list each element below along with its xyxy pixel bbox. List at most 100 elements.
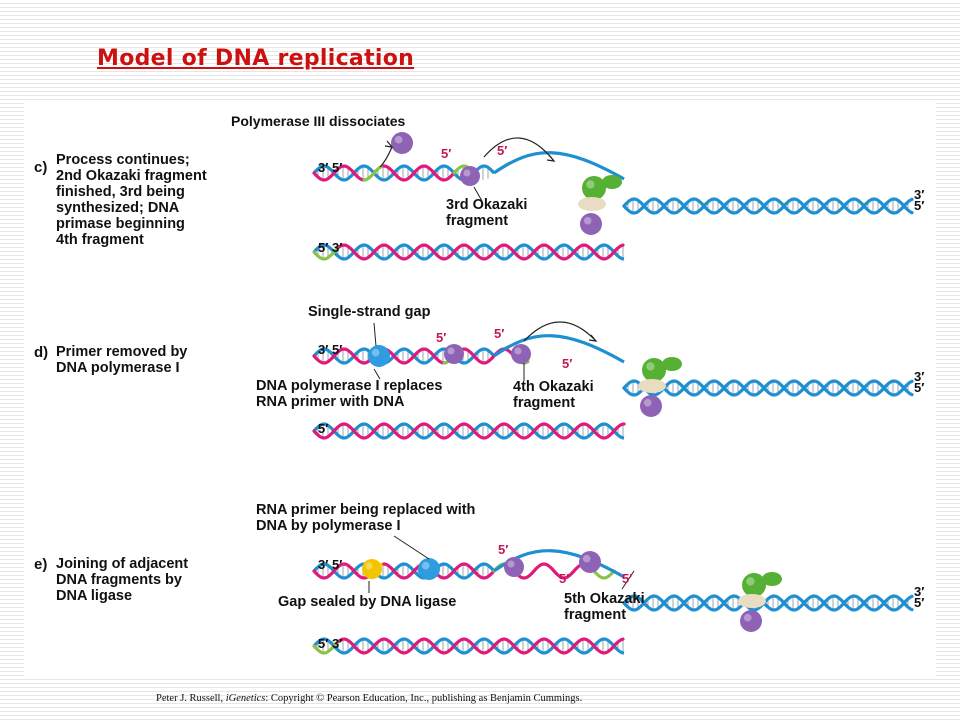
panel-c-primase: [578, 197, 606, 211]
panel-e-enzyme-highlight: [421, 561, 430, 570]
pol-iii-dissociate-arrow: [379, 146, 393, 168]
fragment-leader-c: [473, 186, 483, 202]
pol-i-leader: [373, 368, 381, 380]
panel-e-leading-polymerase: [740, 610, 762, 632]
panel-d-enzyme-highlight: [514, 347, 522, 355]
panel-d-lower-template: [312, 422, 625, 440]
panel-e-enzyme: [418, 558, 440, 580]
panel-c-enzyme-highlight: [463, 169, 471, 177]
panel-d-enzyme: [444, 344, 464, 364]
gap-sealed-by-ligase-label: Gap sealed by DNA ligase: [278, 594, 457, 610]
panel-e-lower-template: [312, 637, 625, 655]
panel-d-bottom-left-ends: 5′: [318, 421, 329, 436]
panel-d-leading-polymerase: [640, 395, 662, 417]
panel-e-upper-template: [312, 562, 496, 580]
five-prime-mark: 5′: [622, 571, 633, 586]
pol-iii-dissociate-arrow-head: [384, 140, 394, 148]
panel-c-parent-strand-b: [622, 197, 914, 215]
panel-e-helicase-highlight: [746, 577, 755, 586]
fragment-leader-e: [621, 570, 635, 590]
panel-d-helicase: [642, 358, 666, 382]
credit-author: Peter J. Russell,: [156, 693, 226, 704]
panel-c-lower-segment: [337, 243, 625, 261]
five-prime-mark: 5′: [559, 571, 570, 586]
panel-d-top-left-ends: 3′ 5′: [318, 342, 343, 357]
third-okazaki-fragment-label: 3rd Okazaki fragment: [446, 197, 528, 229]
five-prime-mark: 5′: [441, 146, 452, 161]
panel-e-primase: [738, 594, 766, 608]
panel-e-top-left-ends: 3′ 5′: [318, 557, 343, 572]
panel-c-enzyme-highlight: [394, 135, 403, 144]
panel-e-bottom-left-ends: 5′ 3′: [318, 636, 343, 651]
panel-e-upper-segment: [382, 562, 496, 580]
panel-e-enzyme: [579, 551, 601, 573]
panel-c-description: Process continues; 2nd Okazaki fragment …: [56, 152, 207, 248]
panel-e-leading-polymerase-highlight: [743, 613, 752, 622]
panel-d-enzyme-highlight: [371, 348, 380, 357]
dna-replication-figure: c) Process continues; 2nd Okazaki fragme…: [24, 101, 936, 679]
panel-c-leading-polymerase-highlight: [583, 216, 592, 225]
fifth-okazaki-fragment-label: 5th Okazaki fragment: [564, 591, 645, 623]
panel-e-parent-strand-b: [622, 594, 914, 612]
panel-e-enzyme-highlight: [582, 554, 591, 563]
panel-d-right-ends: 3′ 5′: [914, 369, 925, 395]
panel-d-helicase-2: [662, 357, 682, 371]
panel-c-upper-segment: [382, 164, 456, 182]
panel-d-parent-strand-b: [622, 379, 914, 397]
panel-c-enzyme: [460, 166, 480, 186]
panel-e-enzyme-highlight: [365, 562, 373, 570]
panel-d-enzyme: [511, 344, 531, 364]
panel-d-lagging-template: [493, 334, 625, 364]
panel-d-helicase-highlight: [646, 362, 655, 371]
panel-c-helicase: [582, 176, 606, 200]
five-prime-mark: 5′: [436, 330, 447, 345]
panel-c-upper-segment: [452, 164, 470, 175]
panel-e-enzyme-highlight: [507, 560, 515, 568]
pol-iii-rebind-arrow-head: [546, 154, 556, 162]
panel-d-lower-segment: [312, 422, 626, 440]
pol-iii-move-arrow-d: [523, 321, 597, 342]
five-prime-mark: 5′: [494, 326, 505, 341]
dna-polymerase-i-replaces-label: DNA polymerase I replaces RNA primer wit…: [256, 378, 443, 410]
panel-e-description: Joining of adjacent DNA fragments by DNA…: [56, 556, 189, 604]
panel-d-upper-template: [312, 347, 496, 365]
panel-e-upper-segment: [510, 562, 586, 580]
panel-c-helicase-highlight: [586, 180, 595, 189]
panel-c-lagging-template: [493, 151, 625, 181]
polymerase-iii-dissociates-label: Polymerase III dissociates: [231, 113, 406, 129]
panel-c-helicase-2: [602, 175, 622, 189]
figure-credit: Peter J. Russell, iGenetics: Copyright ©…: [156, 693, 582, 704]
single-strand-gap-label: Single-strand gap: [308, 304, 431, 320]
panel-e-letter: e): [34, 556, 48, 573]
panel-e-enzyme: [504, 557, 524, 577]
panel-d-leading-polymerase-highlight: [643, 398, 652, 407]
five-prime-mark: 5′: [498, 542, 509, 557]
panel-e-enzyme: [362, 559, 382, 579]
panel-d-enzyme: [368, 345, 390, 367]
rna-primer-leader: [393, 535, 430, 560]
pol-iii-move-arrow-d-head: [588, 334, 598, 342]
fourth-okazaki-fragment-label: 4th Okazaki fragment: [513, 379, 594, 411]
single-strand-gap-leader: [373, 322, 377, 347]
slide-title: Model of DNA replication: [97, 46, 415, 71]
credit-rest: : Copyright © Pearson Education, Inc., p…: [265, 693, 583, 704]
panel-d-enzyme-highlight: [447, 347, 455, 355]
panel-e-lower-segment: [312, 640, 340, 655]
panel-c-upper-segment: [312, 164, 366, 182]
panel-d-upper-segment: [312, 347, 366, 365]
panel-e-upper-segment: [312, 562, 370, 580]
panel-c-letter: c): [34, 159, 48, 176]
five-prime-mark: 5′: [497, 143, 508, 158]
panel-c-lower-segment: [312, 246, 340, 261]
panel-e-right-ends: 3′ 5′: [914, 584, 925, 610]
panel-d-letter: d): [34, 344, 49, 361]
credit-book: iGenetics: [225, 693, 266, 704]
pol-iii-rebind-arrow: [483, 137, 555, 162]
rna-primer-replaced-label: RNA primer being replaced with DNA by po…: [256, 502, 476, 534]
dna-diagram-artwork: [312, 132, 914, 655]
panel-e-helicase-2: [762, 572, 782, 586]
panel-d-primase: [638, 379, 666, 393]
panel-c-bottom-left-ends: 5′ 3′: [318, 240, 343, 255]
five-prime-mark: 5′: [562, 356, 573, 371]
panel-c-enzyme: [391, 132, 413, 154]
